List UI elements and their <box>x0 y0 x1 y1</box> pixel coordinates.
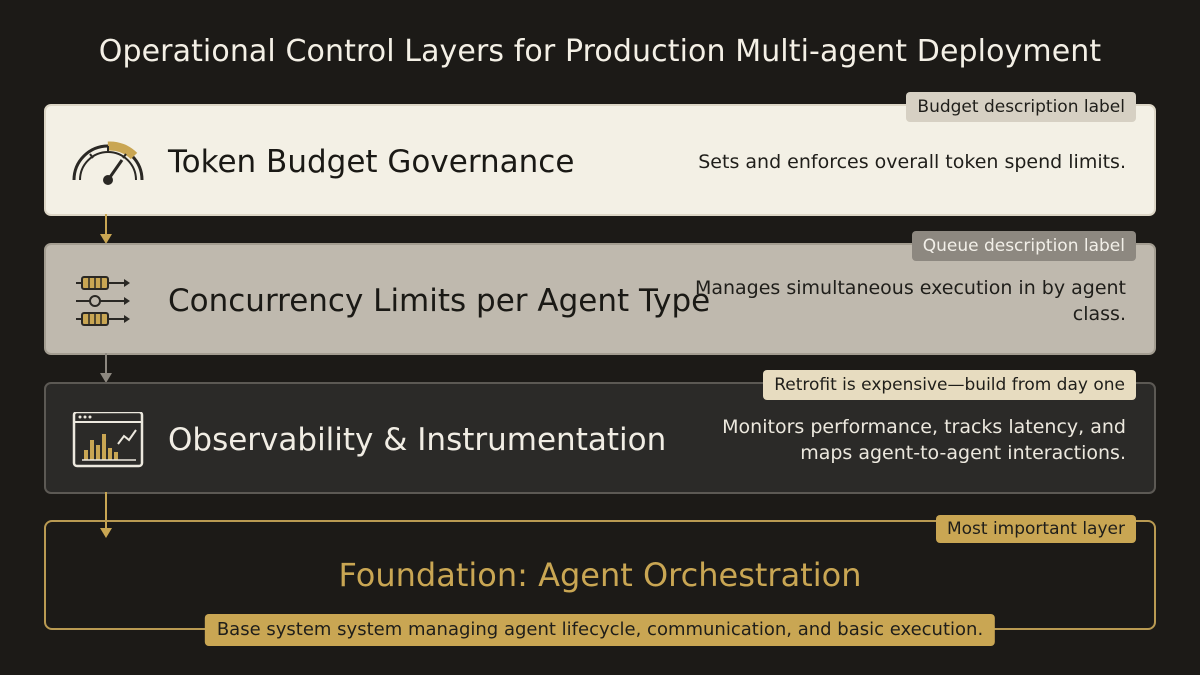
down-arrow-icon <box>100 492 112 538</box>
layer-tag: Most important layer <box>935 515 1136 543</box>
gauge-icon <box>68 134 148 190</box>
layer-title: Observability & Instrumentation <box>168 422 667 458</box>
layer-concurrency: Queue description label Concurrency Limi… <box>44 231 1156 355</box>
foundation-title: Foundation: Agent Orchestration <box>338 556 862 594</box>
down-arrow-icon <box>100 214 112 244</box>
down-arrow-icon <box>100 353 112 383</box>
layer-token-budget: Budget description label Token Budget Go… <box>44 92 1156 216</box>
layer-foundation: Most important layer Foundation: Agent O… <box>44 515 1156 646</box>
diagram-title: Operational Control Layers for Productio… <box>98 34 1102 69</box>
layer-title: Token Budget Governance <box>168 144 575 180</box>
layer-description: Sets and enforces overall token spend li… <box>698 151 1126 173</box>
layer-observability: Retrofit is expensive—build from day one… <box>44 370 1156 494</box>
layer-description: Monitors performance, tracks latency, an… <box>722 416 1126 464</box>
foundation-description: Base system system managing agent lifecy… <box>204 614 996 646</box>
layer-title: Concurrency Limits per Agent Type <box>168 283 711 319</box>
layer-description: Manages simultaneous execution in by age… <box>694 277 1126 325</box>
layer-tag: Queue description label <box>911 231 1136 261</box>
queue-icon <box>68 273 148 329</box>
layer-tag: Retrofit is expensive—build from day one <box>763 370 1136 400</box>
layer-tag: Budget description label <box>906 92 1136 122</box>
monitor-chart-icon <box>68 410 148 468</box>
